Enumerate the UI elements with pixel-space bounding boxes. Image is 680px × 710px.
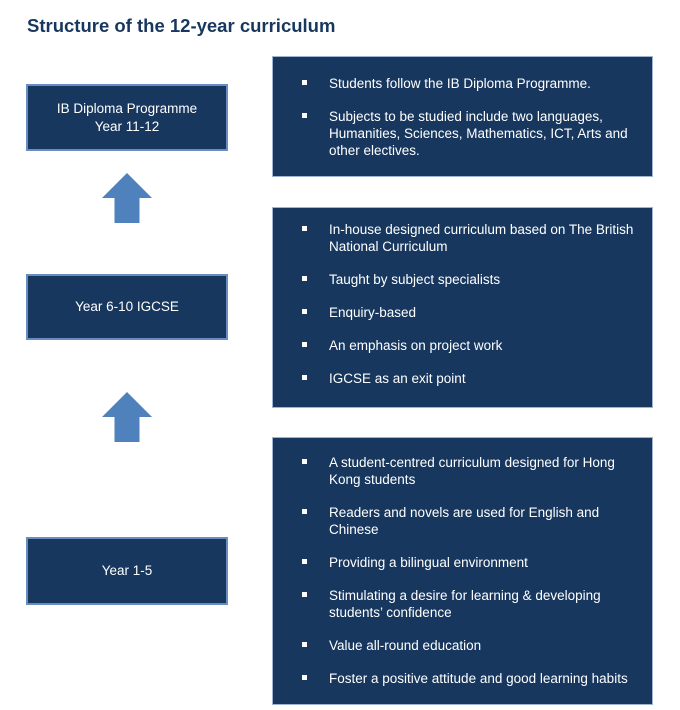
list-item-text: Stimulating a desire for learning & deve… bbox=[329, 588, 601, 620]
stage-box-ib-diploma: IB Diploma Programme Year 11-12 bbox=[26, 84, 228, 151]
list-item-text: Foster a positive attitude and good lear… bbox=[329, 671, 628, 686]
list-item: An emphasis on project work bbox=[273, 337, 642, 354]
list-item: In-house designed curriculum based on Th… bbox=[273, 221, 642, 255]
list-item: Providing a bilingual environment bbox=[273, 554, 642, 571]
list-item: Enquiry-based bbox=[273, 304, 642, 321]
list-item-text: A student-centred curriculum designed fo… bbox=[329, 455, 615, 487]
list-item: Value all-round education bbox=[273, 637, 642, 654]
square-bullet-icon bbox=[302, 226, 307, 231]
detail-box-igcse: In-house designed curriculum based on Th… bbox=[272, 207, 653, 408]
list-item-text: Enquiry-based bbox=[329, 305, 417, 320]
square-bullet-icon bbox=[302, 342, 307, 347]
stage-label-line: Year 6-10 IGCSE bbox=[75, 299, 179, 314]
page-title: Structure of the 12-year curriculum bbox=[27, 15, 336, 36]
list-item-text: Students follow the IB Diploma Programme… bbox=[329, 76, 591, 91]
stage-label-line: IB Diploma Programme bbox=[56, 100, 198, 116]
list-item: Foster a positive attitude and good lear… bbox=[273, 670, 642, 687]
square-bullet-icon bbox=[302, 459, 307, 464]
square-bullet-icon bbox=[302, 375, 307, 380]
list-item: IGCSE as an exit point bbox=[273, 370, 642, 387]
up-arrow-icon bbox=[102, 392, 152, 442]
list-item-text: An emphasis on project work bbox=[329, 338, 503, 353]
square-bullet-icon bbox=[302, 80, 307, 85]
square-bullet-icon bbox=[302, 559, 307, 564]
stage-label-line: Year 11-12 bbox=[94, 118, 160, 134]
square-bullet-icon bbox=[302, 642, 307, 647]
list-item-text: Taught by subject specialists bbox=[329, 272, 501, 287]
list-item: Stimulating a desire for learning & deve… bbox=[273, 587, 642, 621]
square-bullet-icon bbox=[302, 592, 307, 597]
list-item: A student-centred curriculum designed fo… bbox=[273, 454, 642, 488]
stage-label-line: Year 1-5 bbox=[101, 563, 153, 578]
list-item-text: Providing a bilingual environment bbox=[329, 555, 528, 570]
up-arrow-shape bbox=[102, 173, 152, 223]
bullet-list: In-house designed curriculum based on Th… bbox=[273, 221, 642, 387]
list-item-text: In-house designed curriculum based on Th… bbox=[329, 222, 634, 254]
stage-box-igcse: Year 6-10 IGCSE bbox=[26, 274, 228, 340]
list-item: Taught by subject specialists bbox=[273, 271, 642, 288]
bullet-list: A student-centred curriculum designed fo… bbox=[273, 454, 642, 687]
square-bullet-icon bbox=[302, 509, 307, 514]
list-item: Subjects to be studied include two langu… bbox=[273, 108, 642, 159]
detail-box-year-1-5: A student-centred curriculum designed fo… bbox=[272, 437, 653, 705]
bullet-list: Students follow the IB Diploma Programme… bbox=[273, 75, 642, 159]
up-arrow-icon bbox=[102, 173, 152, 223]
list-item: Readers and novels are used for English … bbox=[273, 504, 642, 538]
up-arrow-shape bbox=[102, 392, 152, 442]
square-bullet-icon bbox=[302, 675, 307, 680]
square-bullet-icon bbox=[302, 113, 307, 118]
detail-box-ib-diploma: Students follow the IB Diploma Programme… bbox=[272, 56, 653, 177]
square-bullet-icon bbox=[302, 276, 307, 281]
list-item-text: Readers and novels are used for English … bbox=[329, 505, 600, 537]
stage-box-year-1-5: Year 1-5 bbox=[26, 537, 228, 605]
square-bullet-icon bbox=[302, 309, 307, 314]
list-item-text: IGCSE as an exit point bbox=[329, 371, 466, 386]
list-item: Students follow the IB Diploma Programme… bbox=[273, 75, 642, 92]
list-item-text: Value all-round education bbox=[329, 638, 482, 653]
list-item-text: Subjects to be studied include two langu… bbox=[329, 109, 628, 158]
